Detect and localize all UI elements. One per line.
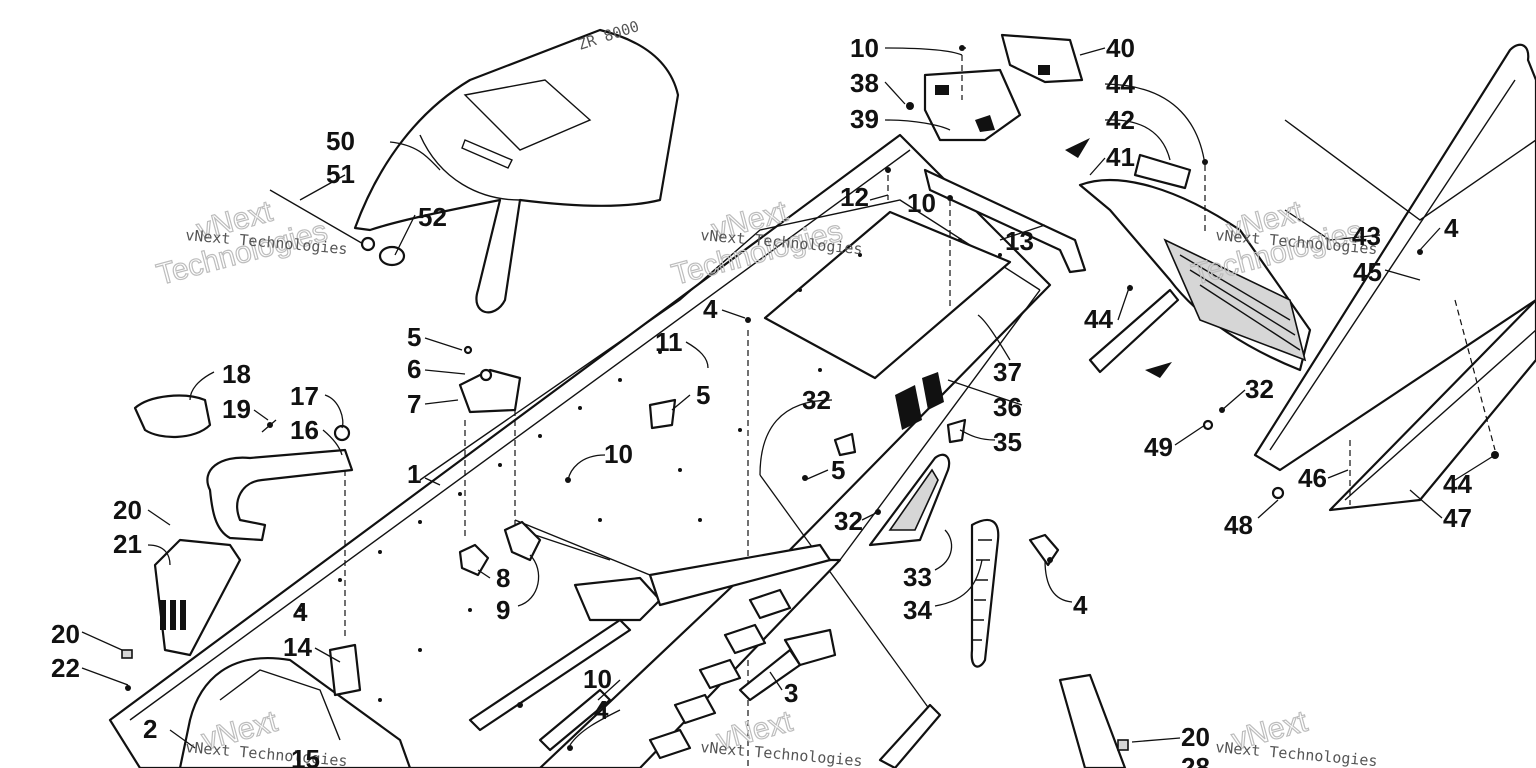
callout-number: 32 — [834, 506, 863, 536]
callout-number: 32 — [1245, 374, 1274, 404]
callout-number: 36 — [993, 392, 1022, 422]
callout-number: 35 — [993, 427, 1022, 457]
callout-number: 20 — [113, 495, 142, 525]
leader-lines — [81, 47, 1496, 749]
callout-number: 22 — [51, 653, 80, 683]
callout-number: 20 — [51, 619, 80, 649]
callout-number: 4 — [293, 597, 308, 627]
callout-number: 52 — [418, 202, 447, 232]
snow-flap-assembly — [1065, 138, 1331, 378]
callout-number: 21 — [113, 529, 142, 559]
callout-number: 10 — [907, 188, 936, 218]
callout-number: 48 — [1224, 510, 1253, 540]
callout-number: 20 — [1181, 722, 1210, 752]
callout-number: 34 — [903, 595, 932, 625]
seat-fasteners — [269, 189, 406, 267]
watermark-small: vNext Technologies — [700, 738, 864, 768]
callout-number: 14 — [283, 632, 312, 662]
traction-cleats — [648, 588, 792, 760]
callout-number: 33 — [903, 562, 932, 592]
callout-number: 18 — [222, 359, 251, 389]
mount-bracket — [887, 168, 1087, 310]
callout-number: 16 — [290, 415, 319, 445]
vent-decal — [895, 372, 944, 430]
callout-number: 51 — [326, 159, 355, 189]
callout-number: 42 — [1106, 105, 1135, 135]
callout-number: 12 — [840, 182, 869, 212]
callout-number: 10 — [604, 439, 633, 469]
watermark-small: vNext Technologies — [1215, 738, 1379, 768]
callout-number: 2 — [143, 714, 157, 744]
seat: ZR 8000 — [353, 17, 680, 314]
callout-number: 38 — [850, 68, 879, 98]
callout-number: 43 — [1352, 221, 1381, 251]
callout-number: 37 — [993, 357, 1022, 387]
callout-number: 47 — [1443, 503, 1472, 533]
callout-number: 44 — [1106, 69, 1135, 99]
callout-number: 39 — [850, 104, 879, 134]
callout-number: 46 — [1298, 463, 1327, 493]
callout-number: 7 — [407, 389, 421, 419]
callout-number: 32 — [802, 385, 831, 415]
callout-number: 4 — [703, 294, 718, 324]
tunnel-frame — [108, 133, 1052, 768]
callout-number: 41 — [1106, 142, 1135, 172]
rear-bumper-rails — [1202, 43, 1536, 512]
callout-number: 44 — [1084, 304, 1113, 334]
rail-holes — [298, 238, 1002, 702]
callout-number: 6 — [407, 354, 421, 384]
callout-number: 5 — [831, 455, 845, 485]
callout-number: 5 — [407, 322, 421, 352]
callout-number: 45 — [1353, 257, 1382, 287]
callout-number: 44 — [1443, 469, 1472, 499]
left-hardware — [121, 330, 749, 768]
callout-number: 49 — [1144, 432, 1173, 462]
callout-number: 40 — [1106, 33, 1135, 63]
lower-right-bracket — [1058, 673, 1129, 768]
callout-number: 1 — [407, 459, 421, 489]
small-fasteners — [125, 45, 1499, 751]
lower-left-frame — [178, 643, 412, 768]
running-board — [468, 543, 942, 768]
callout-number: 28 — [1181, 752, 1210, 768]
callout-number: 17 — [290, 381, 319, 411]
callout-number: 4 — [1444, 213, 1459, 243]
callout-number: 4 — [594, 695, 609, 725]
rear-bumper-bracket — [906, 33, 1084, 142]
callout-number: 11 — [655, 327, 683, 357]
callout-number: 10 — [850, 33, 879, 63]
callout-number: 15 — [291, 744, 320, 768]
callout-number: 4 — [1073, 590, 1088, 620]
callout-number: 3 — [784, 678, 798, 708]
callout-number: 50 — [326, 126, 355, 156]
callout-number: 9 — [496, 595, 510, 625]
callout-number: 13 — [1005, 226, 1034, 256]
callout-number: 5 — [696, 380, 710, 410]
callout-labels: 10 38 39 40 44 42 41 50 51 52 12 10 13 4… — [51, 33, 1472, 768]
callout-number: 19 — [222, 394, 251, 424]
callout-number: 8 — [496, 563, 510, 593]
center-mounts — [458, 345, 677, 577]
right-center-parts — [759, 418, 1060, 711]
callout-number: 10 — [583, 664, 612, 694]
